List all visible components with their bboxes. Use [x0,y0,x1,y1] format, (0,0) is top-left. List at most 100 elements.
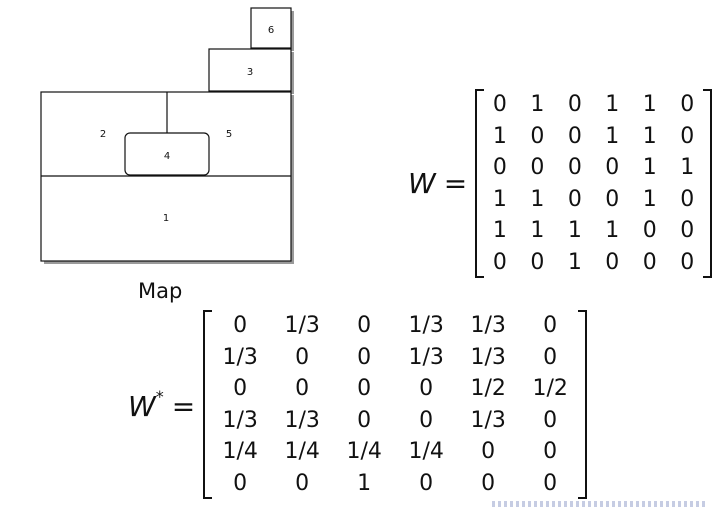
matrix-cell: 1 [642,92,657,117]
matrix-cell: 0 [295,470,310,496]
region-3 [208,48,292,92]
matrix-cell: 0 [680,186,695,212]
matrix-cell: 0 [642,218,657,243]
matrix-cell: 1/4 [222,439,258,464]
matrix-cell: 0 [481,439,496,464]
matrix-cell: 1/4 [284,439,320,464]
wstar-label: W* = [128,387,203,423]
matrix-cell: 1 [492,123,507,149]
matrix-cell: 0 [567,92,582,117]
matrix-cell: 0 [605,249,620,275]
matrix-cell: 0 [295,344,310,370]
matrix-cell: 1/3 [284,407,320,433]
matrix-cell: 0 [680,123,695,149]
matrix-cell: 0 [233,470,248,496]
matrix-cell: 0 [543,439,558,464]
matrix-cell: 0 [530,249,545,275]
w-equals: = [443,167,468,200]
region-map: 6 3 2 5 4 1 [40,7,294,264]
matrix-cell: 1 [605,92,620,117]
matrix-cell: 1/3 [408,344,444,370]
slide-navigation-controls[interactable] [492,501,708,507]
matrix-cell: 0 [357,313,372,338]
matrix-cell: 0 [680,218,695,243]
region-3-label: 3 [247,67,253,78]
matrix-cell: 1 [530,218,545,243]
matrix-cell: 0 [419,376,434,401]
matrix-cell: 1 [492,218,507,243]
matrix-cell: 0 [605,155,620,180]
matrix-row: 0 1/3 0 1/3 1/3 0 [209,310,581,342]
matrix-row: 0 0 1 0 0 0 [209,468,581,500]
matrix-cell: 1 [642,186,657,212]
matrix-cell: 1/2 [470,376,506,401]
matrix-cell: 1 [530,186,545,212]
region-4 [124,132,210,176]
matrix-cell: 1/4 [346,439,382,464]
matrix-cell: 0 [492,155,507,180]
matrix-cell: 0 [492,249,507,275]
matrix-cell: 0 [680,249,695,275]
region-6-label: 6 [268,25,274,36]
matrix-cell: 0 [357,407,372,433]
matrix-cell: 1/2 [532,376,568,401]
matrix-cell: 0 [530,123,545,149]
matrix-cell: 0 [567,155,582,180]
matrix-cell: 1/3 [222,344,258,370]
region-5-label: 5 [226,129,232,140]
matrix-cell: 0 [530,155,545,180]
wstar-symbol: W [128,389,156,423]
matrix-cell: 1/3 [284,313,320,338]
matrix-cell: 1/3 [470,344,506,370]
region-2-label: 2 [100,129,106,140]
matrix-cell: 1/3 [408,313,444,338]
map-caption: Map [138,279,183,303]
matrix-cell: 0 [543,344,558,370]
matrix-cell: 0 [605,186,620,212]
matrix-cell: 1/3 [222,407,258,433]
matrix-cell: 0 [357,376,372,401]
matrix-cell: 1 [567,218,582,243]
matrix-cell: 0 [233,313,248,338]
matrix-cell: 0 [543,313,558,338]
matrix-cell: 0 [419,407,434,433]
matrix-cell: 0 [567,186,582,212]
matrix-cell: 1 [642,123,657,149]
matrix-cell: 0 [642,249,657,275]
matrix-cell: 1 [642,155,657,180]
matrix-cell: 1 [605,218,620,243]
matrix-cell: 0 [295,376,310,401]
matrix-cell: 0 [680,92,695,117]
region-6 [250,7,292,49]
region-4-label: 4 [164,151,170,162]
wstar-equals: = [171,389,196,423]
matrix-cell: 1/3 [470,407,506,433]
matrix-cell: 1 [530,92,545,117]
matrix-cell: 1 [680,155,695,180]
matrix-cell: 0 [419,470,434,496]
region-1-label: 1 [163,213,169,224]
w-symbol: W [408,167,436,200]
wstar-superscript: * [155,386,164,406]
matrix-cell: 0 [567,123,582,149]
matrix-cell: 1 [357,470,372,496]
matrix-cell: 0 [357,344,372,370]
matrix-row: 1/3 0 0 1/3 1/3 0 [209,342,581,374]
matrix-cell: 1/3 [470,313,506,338]
matrix-cell: 0 [543,470,558,496]
matrix-cell: 0 [481,470,496,496]
matrix-cell: 1 [567,249,582,275]
